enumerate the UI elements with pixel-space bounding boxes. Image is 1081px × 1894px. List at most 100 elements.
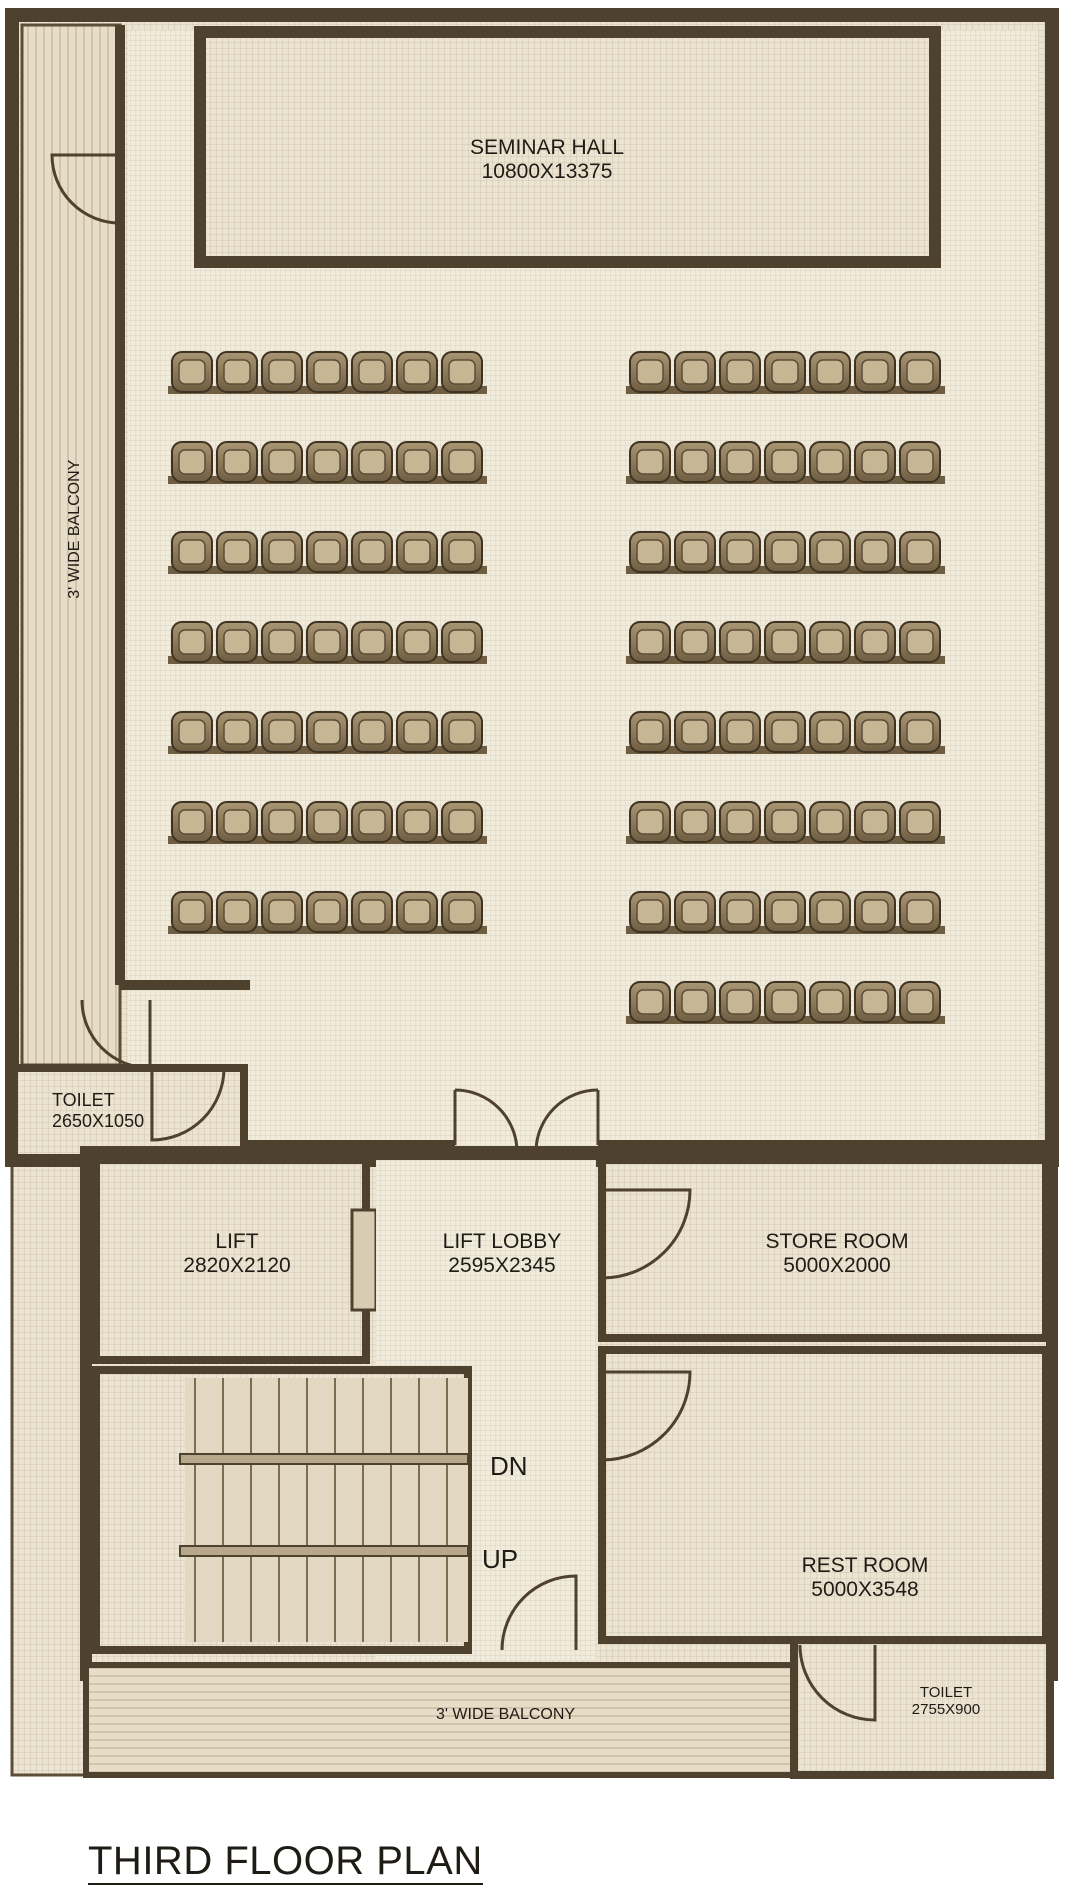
door-swing-balcony-top [50, 153, 121, 225]
seat-cushion [223, 899, 251, 925]
right-seat-row [626, 441, 945, 484]
toilet-right-room [790, 1636, 1054, 1779]
seat-cushion [861, 449, 889, 475]
seat-cushion [816, 899, 844, 925]
seat-cushion [636, 989, 664, 1015]
bottom-balcony-text: 3' WIDE BALCONY [436, 1706, 576, 1723]
left-balcony-label: 3' WIDE BALCONY [66, 424, 84, 634]
stair-flight [185, 1378, 468, 1642]
seat-cushion [816, 449, 844, 475]
seat-cushion [636, 539, 664, 565]
seat-cushion [726, 719, 754, 745]
seat-cushion [726, 899, 754, 925]
seat-cushion [448, 629, 476, 655]
seat-cushion [681, 719, 709, 745]
seat-cushion [726, 449, 754, 475]
seat-cushion [448, 539, 476, 565]
seat-cushion [636, 809, 664, 835]
store-room-size: 5000X2000 [783, 1254, 891, 1278]
seat-cushion [816, 719, 844, 745]
seat-cushion [178, 629, 206, 655]
left-seat-row [168, 801, 487, 844]
rest-room [598, 1346, 1050, 1644]
seat-cushion [223, 719, 251, 745]
left-seat-row [168, 711, 487, 754]
lift-label: LIFT 2820X2120 [172, 1230, 302, 1278]
lift-size: 2820X2120 [183, 1254, 291, 1278]
seat-cushion [681, 359, 709, 385]
seat-cushion [861, 989, 889, 1015]
seat-cushion [178, 359, 206, 385]
seat-cushion [268, 809, 296, 835]
seat-cushion [268, 449, 296, 475]
seat-cushion [403, 719, 431, 745]
store-room-name: STORE ROOM [765, 1230, 909, 1253]
door-swing-toilet-right [798, 1644, 877, 1722]
seat-cushion [681, 449, 709, 475]
seat-cushion [681, 809, 709, 835]
seat-cushion [403, 629, 431, 655]
seminar-hall-name: SEMINAR HALL [470, 136, 625, 159]
seat-cushion [636, 359, 664, 385]
seat-cushion [906, 719, 934, 745]
right-seat-row [626, 531, 945, 574]
seat-cushion [771, 449, 799, 475]
seat-cushion [816, 629, 844, 655]
seating-layout [168, 351, 945, 1024]
seat-cushion [223, 539, 251, 565]
seat-cushion [906, 539, 934, 565]
seat-cushion [771, 629, 799, 655]
toilet-right-name: TOILET [919, 1684, 973, 1701]
seat-cushion [403, 899, 431, 925]
seat-cushion [313, 449, 341, 475]
lift-name: LIFT [215, 1230, 259, 1253]
seat-cushion [681, 629, 709, 655]
seat-cushion [816, 809, 844, 835]
left-balcony-text: 3' WIDE BALCONY [65, 459, 83, 599]
bottom-balcony [83, 1662, 797, 1778]
right-seat-row [626, 621, 945, 664]
seat-cushion [861, 809, 889, 835]
seat-cushion [816, 989, 844, 1015]
seat-cushion [906, 359, 934, 385]
seat-cushion [268, 719, 296, 745]
seat-cushion [726, 629, 754, 655]
stair-landing-rail-top [179, 1453, 469, 1465]
seat-cushion [816, 359, 844, 385]
seat-cushion [771, 899, 799, 925]
seat-cushion [448, 359, 476, 385]
left-seat-row [168, 621, 487, 664]
seat-cushion [448, 719, 476, 745]
door-swing-stair [500, 1574, 578, 1651]
seat-cushion [906, 449, 934, 475]
seminar-hall-size: 10800X13375 [481, 160, 613, 184]
store-room [598, 1156, 1050, 1342]
seat-cushion [861, 359, 889, 385]
seat-cushion [358, 629, 386, 655]
seat-cushion [358, 539, 386, 565]
seat-cushion [726, 809, 754, 835]
left-seat-row [168, 891, 487, 934]
seat-cushion [681, 899, 709, 925]
seat-cushion [681, 539, 709, 565]
lift-lobby-size: 2595X2345 [448, 1254, 556, 1278]
seat-cushion [358, 719, 386, 745]
seat-cushion [178, 719, 206, 745]
seat-cushion [771, 539, 799, 565]
lift-lobby-name: LIFT LOBBY [442, 1230, 562, 1253]
seat-cushion [268, 539, 296, 565]
toilet-left-room [10, 1064, 248, 1162]
seat-cushion [636, 899, 664, 925]
seat-cushion [178, 809, 206, 835]
seat-cushion [178, 449, 206, 475]
right-seat-row [626, 801, 945, 844]
seat-cushion [268, 359, 296, 385]
seat-cushion [726, 989, 754, 1015]
seat-cushion [726, 539, 754, 565]
door-swing-store [601, 1188, 692, 1280]
seat-cushion [448, 449, 476, 475]
door-swing-toilet-left [150, 1067, 226, 1142]
seat-cushion [313, 719, 341, 745]
seat-cushion [771, 809, 799, 835]
